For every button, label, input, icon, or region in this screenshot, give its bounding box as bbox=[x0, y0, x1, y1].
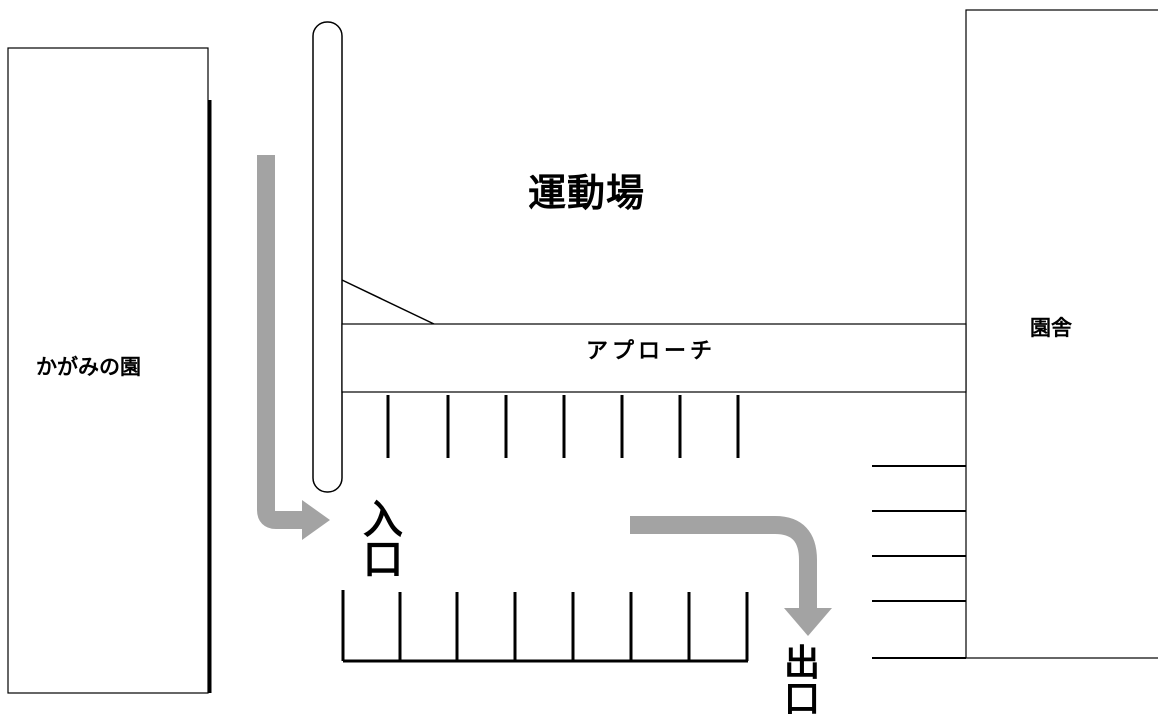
diagonal-line bbox=[341, 279, 435, 325]
exit-char-1: 出 bbox=[783, 643, 820, 684]
arrow-exit-icon bbox=[630, 516, 832, 636]
approach-label: アプローチ bbox=[586, 339, 717, 364]
approach-walkway bbox=[341, 323, 967, 393]
exit-char-2: 口 bbox=[783, 679, 820, 720]
arrow-entry-icon bbox=[257, 155, 330, 540]
fence-pole bbox=[312, 21, 343, 493]
school-building-label: 園舎 bbox=[1030, 316, 1072, 340]
right-parking-lines bbox=[872, 465, 966, 659]
kagami-label: かがみの園 bbox=[36, 355, 141, 379]
upper-parking-dividers bbox=[386, 395, 740, 458]
kagami-building bbox=[7, 47, 209, 694]
lower-parking-dividers bbox=[341, 590, 749, 663]
entrance-char-1: 入 bbox=[363, 497, 403, 543]
sports-field-label: 運動場 bbox=[528, 171, 646, 215]
entrance-char-2: 口 bbox=[363, 537, 403, 583]
school-building bbox=[965, 9, 1158, 659]
entrance-label: 入 口 bbox=[361, 500, 405, 580]
exit-label: 出 口 bbox=[780, 646, 824, 718]
